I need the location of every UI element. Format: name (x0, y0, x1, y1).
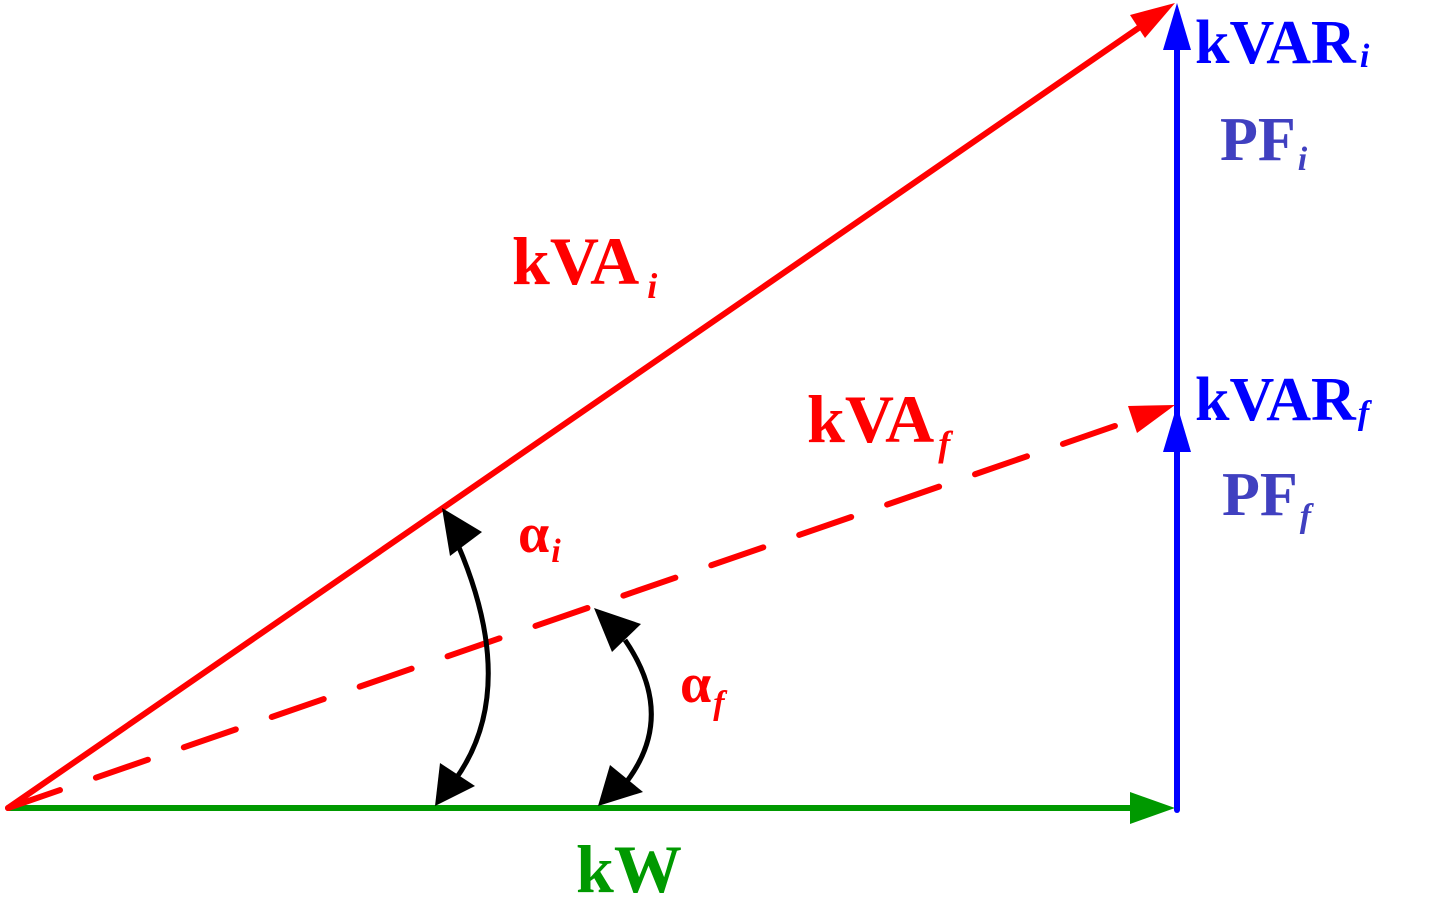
pf-initial-label: PFi (1220, 106, 1308, 178)
alpha-initial-arrowhead-top-icon (442, 508, 482, 556)
kvar-final-label: kVARf (1195, 366, 1373, 434)
kw-label: kW (576, 831, 682, 907)
pf-final-label: PFf (1222, 461, 1315, 535)
alpha-initial-arrowhead-bottom-icon (435, 763, 475, 806)
alpha-final-arc (594, 608, 654, 806)
alpha-final-arrowhead-top-icon (594, 608, 641, 652)
kvar-vector (1163, 3, 1191, 813)
alpha-final-arrowhead-bottom-icon (598, 765, 643, 806)
kw-vector (8, 792, 1175, 824)
alpha-initial-arc (435, 508, 491, 806)
kw-arrowhead-icon (1130, 792, 1175, 824)
kva-initial-vector (5, 3, 1175, 811)
kvar-final-arrowhead-icon (1163, 405, 1191, 452)
alpha-initial-label: αi (518, 503, 561, 570)
kva-final-arrowhead-icon (1128, 405, 1175, 433)
kvar-initial-arrowhead-icon (1163, 3, 1191, 50)
kva-initial-arrowhead-icon (1130, 3, 1175, 38)
alpha-final-label: αf (680, 653, 728, 722)
kva-final-vector (5, 405, 1175, 811)
